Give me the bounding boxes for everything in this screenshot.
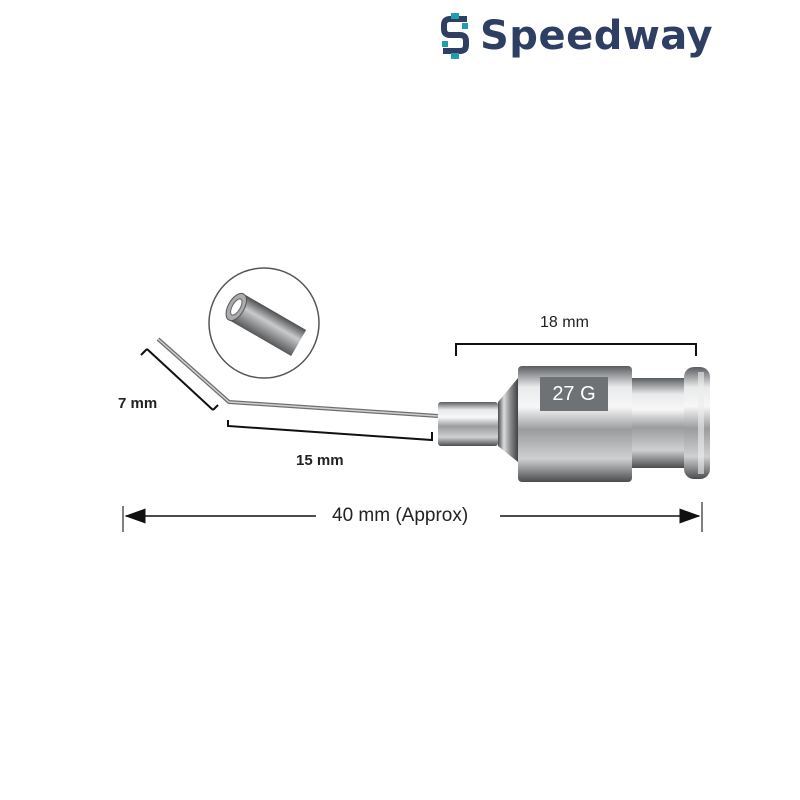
dimension-brackets xyxy=(140,343,697,442)
brand-logo: Speedway xyxy=(438,10,788,62)
brand-name: Speedway xyxy=(480,13,714,59)
overall-length-label: 40 mm (Approx) xyxy=(332,505,469,526)
overall-length-dimension xyxy=(122,502,703,532)
shaft-length-label: 15 mm xyxy=(296,452,344,469)
gauge-badge: 27 G xyxy=(540,377,608,411)
speedway-s-icon xyxy=(441,13,469,59)
needle-cannula xyxy=(156,337,439,418)
bent-tip-length-label: 7 mm xyxy=(118,395,158,412)
hub-length-label: 18 mm xyxy=(540,314,589,331)
tip-zoom-inset xyxy=(208,267,320,379)
